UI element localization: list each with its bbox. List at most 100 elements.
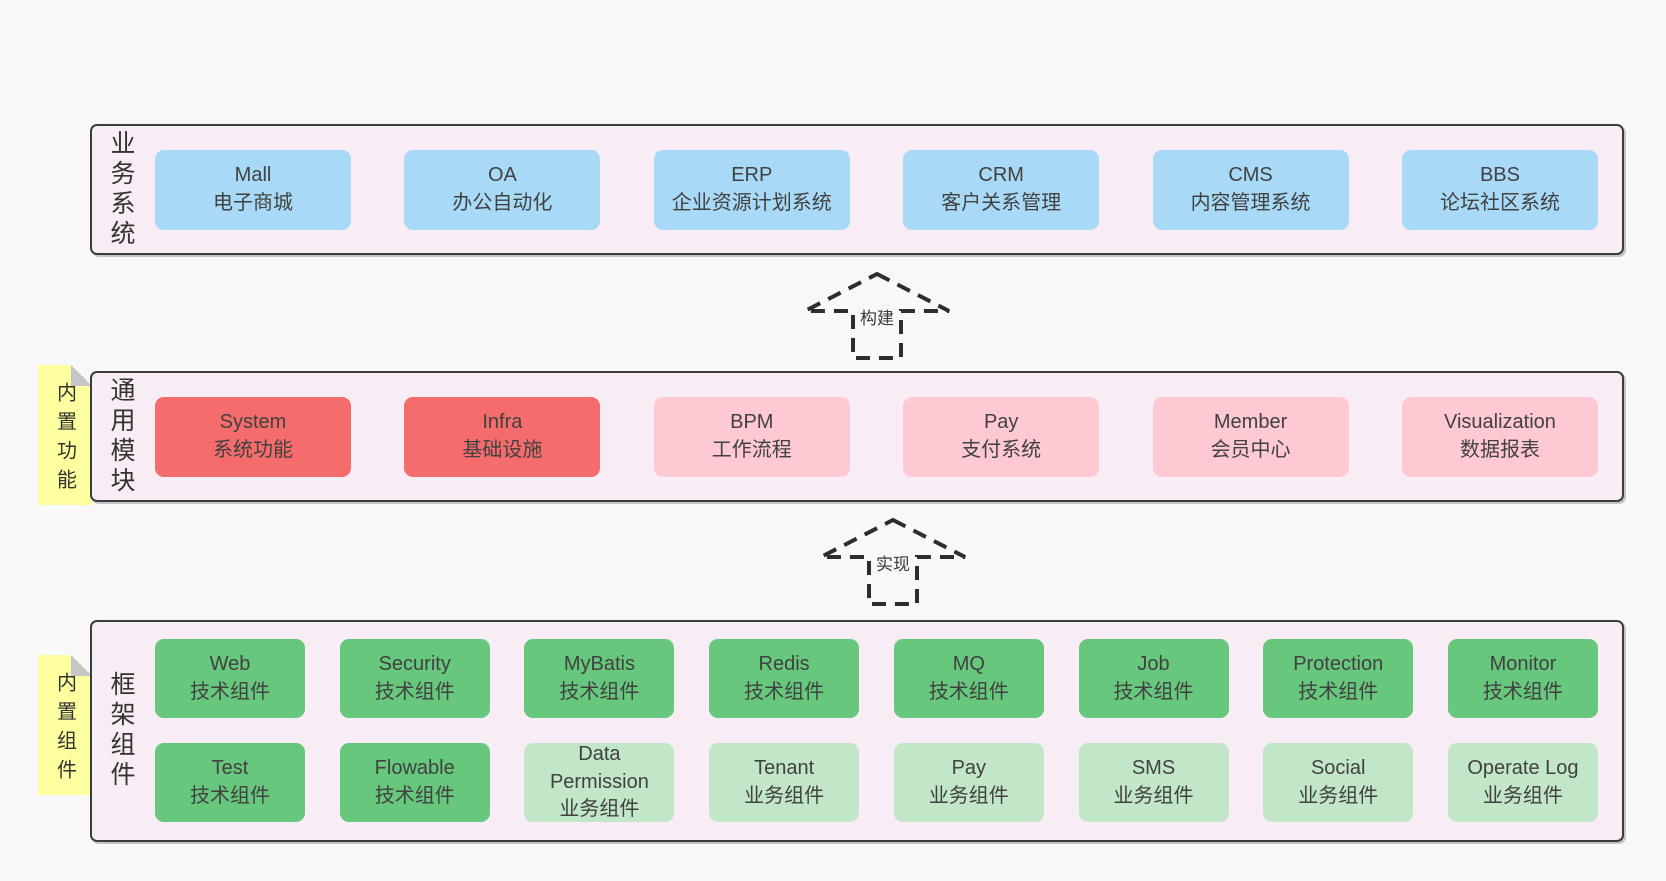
- box-subtitle: 基础设施: [462, 439, 543, 461]
- box-subtitle: 业务组件: [928, 784, 1009, 807]
- diagram-box: BPM 工作流程: [653, 397, 850, 477]
- diagram-box: Protection 技术组件: [1263, 639, 1414, 718]
- diagram-box: Test 技术组件: [155, 743, 305, 822]
- box-title: Test: [211, 756, 249, 779]
- diagram-box: MyBatis 技术组件: [524, 639, 675, 718]
- fold-corner-icon: [71, 655, 92, 676]
- box-title: CMS: [1228, 164, 1273, 187]
- box-subtitle: 会员中心: [1210, 439, 1291, 461]
- box-subtitle: 技术组件: [928, 680, 1009, 703]
- diagram-box: Operate Log 业务组件: [1447, 743, 1598, 822]
- diagram-box: System 系统功能: [155, 397, 351, 477]
- box-title: Web: [209, 652, 251, 675]
- box-subtitle: 客户关系管理: [941, 192, 1062, 214]
- box-subtitle: 技术组件: [744, 680, 825, 703]
- diagram-box: ERP 企业资源计划系统: [653, 150, 850, 230]
- box-subtitle: 技术组件: [190, 680, 270, 703]
- sticky-note-label: 内置功能: [53, 382, 76, 498]
- box-title: Operate Log: [1467, 756, 1579, 779]
- diagram-box: MQ 技术组件: [893, 639, 1044, 718]
- box-title: CRM: [978, 164, 1024, 187]
- box-title: BBS: [1479, 164, 1520, 187]
- layer-label-business-systems: 业务系统: [107, 129, 135, 250]
- box-title: Data Permission: [549, 743, 649, 793]
- framework-boxes-row-1: Web 技术组件 Security 技术组件 MyBatis 技术组件 Redi…: [155, 639, 1598, 718]
- sticky-note-builtin-components: 内置组件: [38, 655, 92, 795]
- box-title: Mall: [234, 164, 272, 187]
- modules-boxes-row: System 系统功能 Infra 基础设施 BPM 工作流程 Pay 支付系统…: [155, 397, 1598, 477]
- sticky-note-label: 内置组件: [53, 672, 76, 788]
- box-subtitle: 业务组件: [559, 798, 640, 821]
- diagram-box: Pay 业务组件: [893, 743, 1044, 822]
- box-title: Infra: [482, 411, 523, 434]
- box-subtitle: 论坛社区系统: [1439, 192, 1560, 214]
- diagram-box: Monitor 技术组件: [1447, 639, 1598, 718]
- box-subtitle: 系统功能: [213, 439, 293, 461]
- box-title: Redis: [758, 652, 810, 675]
- box-title: Member: [1213, 411, 1288, 434]
- arrow-label-build: 构建: [856, 303, 898, 330]
- layer-label-framework-components: 框架组件: [107, 671, 135, 791]
- framework-boxes-row-2: Test 技术组件 Flowable 技术组件 Data Permission …: [155, 743, 1598, 822]
- arrow-label-implement: 实现: [872, 549, 914, 576]
- diagram-box: Redis 技术组件: [709, 639, 860, 718]
- box-subtitle: 技术组件: [374, 784, 455, 807]
- box-subtitle: 技术组件: [190, 784, 270, 807]
- box-title: Visualization: [1443, 411, 1556, 434]
- box-title: Monitor: [1489, 652, 1557, 675]
- diagram-box: BBS 论坛社区系统: [1401, 150, 1598, 230]
- box-title: Pay: [983, 411, 1019, 434]
- box-title: Social: [1310, 756, 1366, 779]
- diagram-box: OA 办公自动化: [404, 150, 601, 230]
- box-subtitle: 技术组件: [1298, 680, 1379, 703]
- box-title: Protection: [1293, 652, 1384, 675]
- box-subtitle: 技术组件: [1113, 680, 1194, 703]
- diagram-box: SMS 业务组件: [1078, 743, 1229, 822]
- box-title: MQ: [952, 652, 985, 675]
- box-subtitle: 技术组件: [1482, 680, 1563, 703]
- diagram-box: Social 业务组件: [1263, 743, 1414, 822]
- fold-corner-icon: [71, 365, 92, 386]
- box-title: Tenant: [754, 756, 815, 779]
- box-subtitle: 技术组件: [559, 680, 640, 703]
- diagram-box: Pay 支付系统: [903, 397, 1100, 477]
- diagram-box: Member 会员中心: [1152, 397, 1349, 477]
- box-title: Security: [378, 652, 451, 675]
- diagram-box: Security 技术组件: [339, 639, 490, 718]
- box-subtitle: 工作流程: [711, 439, 792, 461]
- box-subtitle: 企业资源计划系统: [671, 192, 832, 214]
- box-title: BPM: [730, 411, 774, 434]
- layer-framework-components: 框架组件 Web 技术组件 Security 技术组件 MyBatis 技术组件…: [90, 620, 1624, 842]
- box-subtitle: 业务组件: [1298, 784, 1379, 807]
- diagram-box: Tenant 业务组件: [709, 743, 860, 822]
- diagram-box: Web 技术组件: [155, 639, 305, 718]
- sticky-note-builtin-functions: 内置功能: [38, 365, 92, 505]
- layer-business-systems: 业务系统 Mall 电子商城 OA 办公自动化 ERP 企业资源计划系统 CRM…: [90, 124, 1624, 255]
- box-subtitle: 电子商城: [213, 192, 293, 214]
- box-subtitle: 业务组件: [1113, 784, 1194, 807]
- box-subtitle: 数据报表: [1459, 439, 1540, 461]
- box-subtitle: 内容管理系统: [1190, 192, 1311, 214]
- diagram-box: CRM 客户关系管理: [903, 150, 1100, 230]
- layer-label-common-modules: 通用模块: [107, 376, 135, 497]
- box-title: Job: [1137, 652, 1170, 675]
- box-subtitle: 业务组件: [1482, 784, 1563, 807]
- diagram-box: Infra 基础设施: [404, 397, 601, 477]
- diagram-box: Flowable 技术组件: [339, 743, 490, 822]
- box-subtitle: 办公自动化: [452, 192, 553, 214]
- box-subtitle: 业务组件: [744, 784, 825, 807]
- box-title: Pay: [951, 756, 987, 779]
- box-title: ERP: [731, 164, 773, 187]
- layer-common-modules: 通用模块 System 系统功能 Infra 基础设施 BPM 工作流程 Pay…: [90, 371, 1624, 502]
- box-subtitle: 支付系统: [961, 439, 1042, 461]
- diagram-box: Data Permission 业务组件: [524, 743, 675, 822]
- box-title: MyBatis: [563, 652, 635, 675]
- box-title: Flowable: [374, 756, 455, 779]
- box-subtitle: 技术组件: [374, 680, 455, 703]
- diagram-box: Mall 电子商城: [155, 150, 351, 230]
- box-title: OA: [487, 164, 517, 187]
- diagram-box: Job 技术组件: [1078, 639, 1229, 718]
- business-boxes-row: Mall 电子商城 OA 办公自动化 ERP 企业资源计划系统 CRM 客户关系…: [155, 150, 1598, 230]
- box-title: System: [219, 411, 287, 434]
- diagram-box: Visualization 数据报表: [1401, 397, 1598, 477]
